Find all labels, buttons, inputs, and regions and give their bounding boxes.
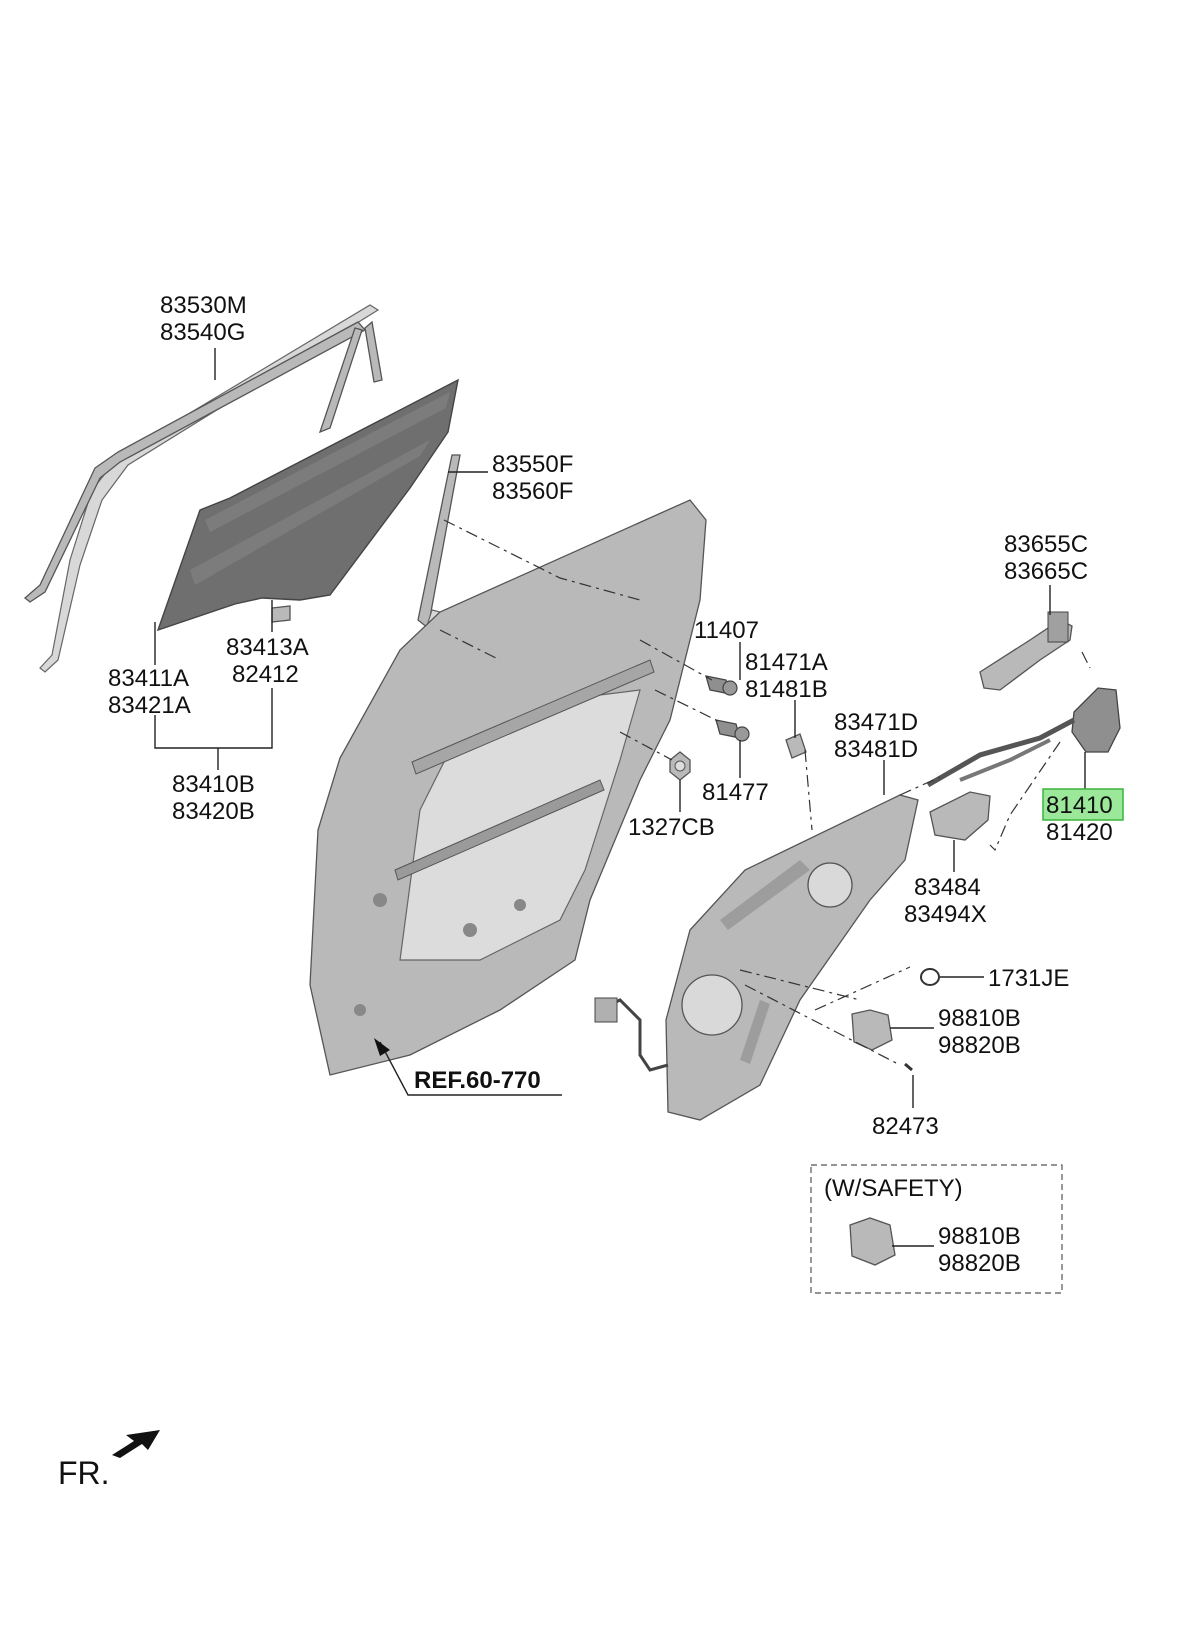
- label-83494x[interactable]: 83494X: [904, 901, 987, 928]
- label-98820b[interactable]: 98820B: [938, 1032, 1021, 1059]
- label-82412[interactable]: 82412: [232, 661, 299, 688]
- safety-group-box: [810, 1164, 1063, 1294]
- latch-cover-bracket[interactable]: [929, 791, 991, 841]
- grommet[interactable]: [920, 968, 940, 986]
- safety-title: (W/SAFETY): [824, 1175, 963, 1202]
- label-83421a[interactable]: 83421A: [108, 692, 191, 719]
- door-frame-moulding[interactable]: [23, 304, 383, 673]
- bolt-81477[interactable]: [715, 719, 750, 742]
- leader-lines: [154, 348, 1086, 1247]
- highlight-box-81410: [1042, 788, 1124, 821]
- label-81410[interactable]: 81410: [1046, 792, 1113, 819]
- label-81471a[interactable]: 81471A: [745, 649, 828, 676]
- label-83413a[interactable]: 83413A: [226, 634, 309, 661]
- label-11407[interactable]: 11407: [694, 617, 759, 644]
- label-81420[interactable]: 81420: [1046, 819, 1113, 846]
- label-1327cb[interactable]: 1327CB: [628, 814, 715, 841]
- door-module-panel[interactable]: [665, 794, 919, 1121]
- wiring-harness[interactable]: [594, 997, 669, 1072]
- assembly-centerlines: [439, 519, 1091, 1066]
- striker[interactable]: [785, 733, 807, 759]
- label-83471d[interactable]: 83471D: [834, 709, 918, 736]
- safety-window-motor[interactable]: [849, 1217, 896, 1266]
- label-82473[interactable]: 82473: [872, 1113, 939, 1140]
- label-safety-98820b[interactable]: 98820B: [938, 1250, 1021, 1277]
- label-83665c[interactable]: 83665C: [1004, 558, 1088, 585]
- label-83540g[interactable]: 83540G: [160, 319, 245, 346]
- ref-arrow-icon: [374, 1038, 390, 1056]
- label-83560f[interactable]: 83560F: [492, 478, 573, 505]
- label-1731je[interactable]: 1731JE: [988, 965, 1069, 992]
- label-83481d[interactable]: 83481D: [834, 736, 918, 763]
- label-83410b[interactable]: 83410B: [172, 771, 255, 798]
- bolt-11407[interactable]: [705, 675, 738, 696]
- door-glass[interactable]: [156, 378, 459, 632]
- door-panel-shell[interactable]: [309, 499, 707, 1076]
- door-latch-assy[interactable]: [926, 687, 1121, 788]
- label-83411a[interactable]: 83411A: [108, 665, 189, 692]
- nut-1327cb[interactable]: [669, 751, 691, 781]
- label-83484[interactable]: 83484: [914, 874, 981, 901]
- label-83530m[interactable]: 83530M: [160, 292, 247, 319]
- label-safety-98810b[interactable]: 98810B: [938, 1223, 1021, 1250]
- label-83420b[interactable]: 83420B: [172, 798, 255, 825]
- front-label: FR.: [58, 1455, 110, 1491]
- label-81481b[interactable]: 81481B: [745, 676, 828, 703]
- front-arrow-icon: [112, 1430, 160, 1458]
- label-83550f[interactable]: 83550F: [492, 451, 573, 478]
- outside-handle-base[interactable]: [979, 611, 1073, 691]
- ref-label[interactable]: REF.60-770: [414, 1067, 541, 1094]
- pin-82473[interactable]: [904, 1062, 913, 1072]
- window-motor[interactable]: [851, 1009, 893, 1051]
- label-83655c[interactable]: 83655C: [1004, 531, 1088, 558]
- label-98810b[interactable]: 98810B: [938, 1005, 1021, 1032]
- glass-clip[interactable]: [271, 605, 291, 623]
- label-81477[interactable]: 81477: [702, 779, 769, 806]
